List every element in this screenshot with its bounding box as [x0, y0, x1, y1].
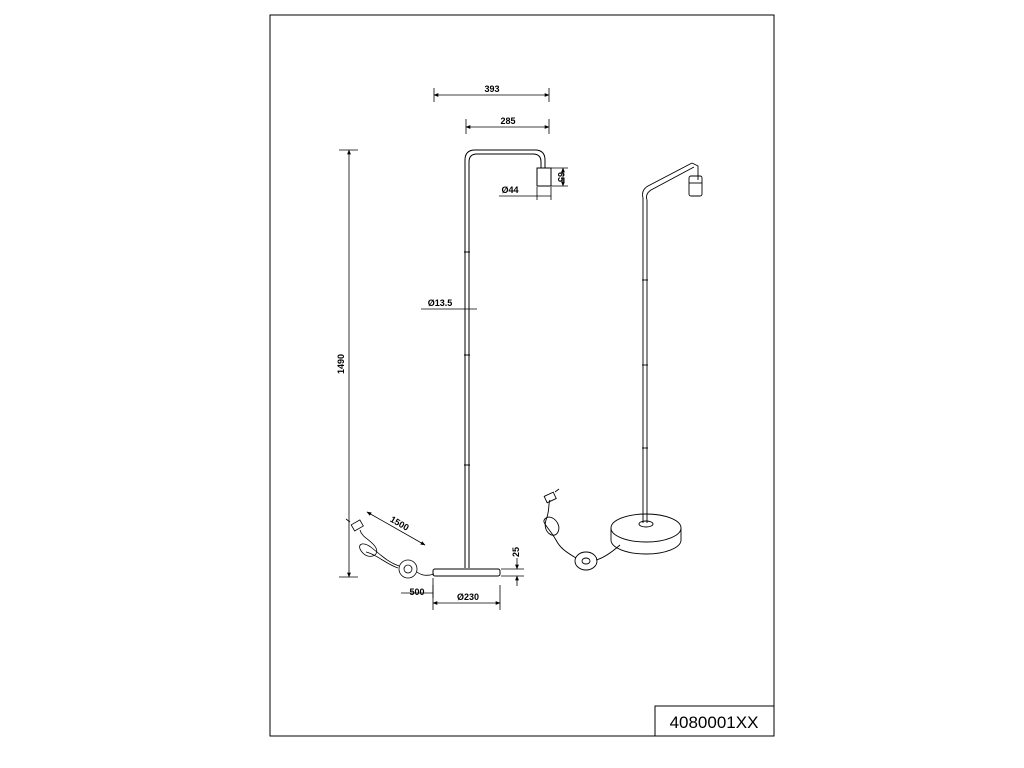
dimension-lines — [339, 88, 568, 610]
sheet-border — [269, 14, 775, 737]
dim-shade-height: 65 — [556, 172, 566, 182]
dim-switch-cable: 500 — [409, 587, 424, 597]
dim-tube-diameter: Ø13.5 — [428, 298, 453, 308]
dim-shade-diameter: Ø44 — [501, 185, 518, 195]
dim-base-height: 25 — [511, 547, 521, 557]
dim-total-reach: 393 — [484, 84, 499, 94]
front-view-lamp — [432, 149, 552, 577]
dim-cable-length: 1500 — [388, 514, 410, 533]
dim-arm-length: 285 — [500, 116, 515, 126]
front-cable-switch — [345, 518, 435, 579]
product-code: 4080001XX — [670, 713, 759, 732]
dim-total-height: 1490 — [336, 354, 346, 374]
perspective-view-lamp — [543, 162, 703, 571]
dim-base-diameter: Ø230 — [457, 592, 479, 602]
product-code-box — [654, 705, 775, 737]
